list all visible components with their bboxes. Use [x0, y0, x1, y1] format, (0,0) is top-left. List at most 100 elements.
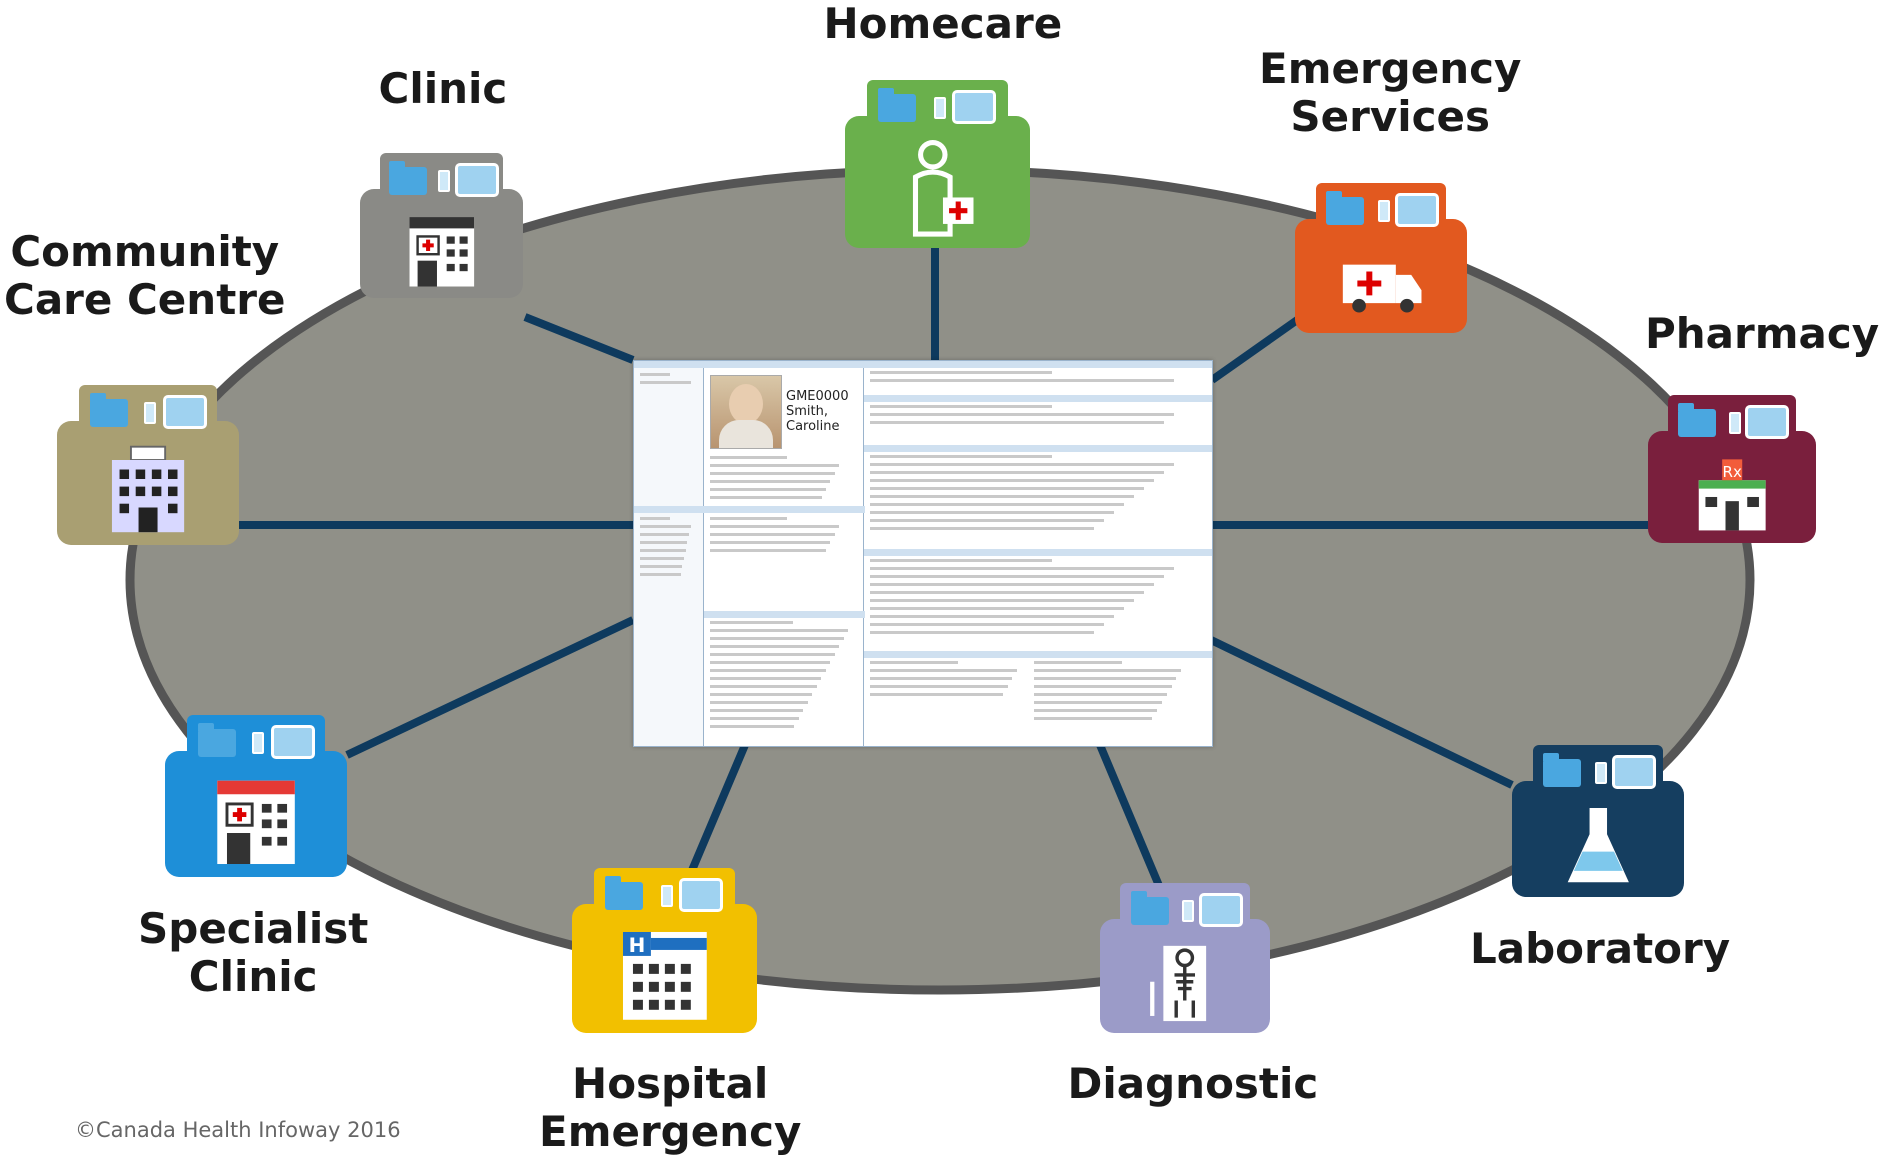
ehr-text-line	[640, 533, 689, 536]
ehr-photo	[710, 375, 782, 449]
ehr-text-line	[870, 471, 1164, 474]
phone-icon	[933, 97, 946, 119]
ehr-text-line	[870, 677, 1013, 680]
node-specialist_clinic[interactable]	[165, 715, 347, 877]
ehr-section-header	[864, 445, 1212, 452]
ehr-text-line	[710, 669, 826, 672]
label-line: Hospital	[572, 1059, 769, 1108]
homecare-person-icon	[887, 136, 989, 243]
phone-icon	[1181, 900, 1194, 922]
ehr-text-line	[640, 573, 681, 576]
tablet-icon	[1611, 755, 1656, 789]
copyright-notice: ©Canada Health Infoway 2016	[75, 1118, 401, 1142]
connector-laboratory	[1209, 636, 1514, 789]
node-card	[845, 116, 1030, 248]
ehr-text-line	[710, 621, 793, 624]
node-homecare[interactable]	[845, 80, 1030, 248]
label-line: Emergency	[539, 1107, 802, 1156]
label-line: Services	[1290, 92, 1490, 141]
phone-icon	[438, 170, 451, 192]
ehr-text-line	[870, 559, 1052, 562]
ehr-text-line	[710, 480, 831, 483]
tablet-icon	[679, 878, 724, 912]
tablet-icon	[162, 395, 207, 429]
ehr-text-line	[710, 717, 799, 720]
label-line: Emergency	[1259, 44, 1522, 93]
folder-icon	[89, 393, 128, 427]
ehr-text-line	[870, 583, 1154, 586]
ehr-patient-first-name: Caroline	[786, 419, 840, 434]
ehr-text-line	[1034, 669, 1182, 672]
connector-lines	[239, 240, 1648, 890]
phone-icon	[252, 732, 265, 754]
ehr-text-line	[870, 685, 1008, 688]
ehr-section-header	[634, 361, 705, 368]
ehr-text-line	[710, 517, 787, 520]
label-line: Diagnostic	[1067, 1059, 1319, 1108]
node-clinic[interactable]	[360, 153, 523, 298]
ehr-text-line	[710, 488, 827, 491]
ehr-section-header	[864, 395, 1212, 402]
label-line: Laboratory	[1470, 924, 1731, 973]
ehr-text-line	[870, 405, 1052, 408]
hospital-icon: H	[614, 924, 716, 1028]
node-laboratory[interactable]	[1512, 745, 1684, 897]
ehr-text-line	[870, 421, 1164, 424]
folder-icon	[389, 161, 428, 195]
label-line: Clinic	[378, 64, 508, 113]
ehr-text-line	[710, 496, 822, 499]
ambulance-icon	[1334, 239, 1429, 329]
ehr-text-line	[710, 709, 803, 712]
phone-icon	[1377, 200, 1390, 222]
ehr-text-line	[710, 725, 794, 728]
ehr-section-header	[704, 361, 865, 368]
ehr-text-line	[870, 631, 1095, 634]
flask-icon	[1551, 801, 1646, 892]
ehr-text-line	[1034, 677, 1177, 680]
node-hospital_emergency[interactable]: H	[572, 868, 757, 1033]
ehr-section-header	[704, 506, 865, 513]
ehr-text-line	[870, 693, 1003, 696]
phone-icon	[660, 885, 673, 907]
ehr-text-line	[710, 645, 839, 648]
specialist-clinic-icon	[206, 771, 306, 872]
phone-icon	[1728, 412, 1741, 434]
label-pharmacy: Pharmacy	[1645, 310, 1879, 358]
node-pharmacy[interactable]: Rx	[1648, 395, 1816, 543]
ehr-text-line	[640, 525, 691, 528]
label-line: Pharmacy	[1645, 309, 1880, 358]
ehr-text-line	[870, 511, 1115, 514]
ehr-text-line	[1034, 717, 1153, 720]
ehr-text-line	[640, 549, 686, 552]
node-community_care_centre[interactable]	[57, 385, 239, 545]
tablet-icon	[1198, 893, 1243, 927]
folder-icon	[197, 723, 236, 757]
phone-icon	[1594, 762, 1607, 784]
ehr-text-line	[870, 519, 1105, 522]
node-emergency_services[interactable]	[1295, 183, 1467, 333]
label-homecare: Homecare	[824, 0, 1063, 48]
label-line: Clinic	[188, 952, 318, 1001]
ehr-text-line	[870, 607, 1125, 610]
connector-clinic	[523, 313, 635, 364]
community-building-icon	[98, 441, 198, 540]
ehr-text-line	[1034, 685, 1172, 688]
svg-text:Rx: Rx	[1722, 463, 1741, 481]
ehr-text-line	[870, 615, 1115, 618]
ehr-text-line	[640, 381, 691, 384]
connector-specialist_clinic	[345, 616, 635, 759]
ehr-text-line	[870, 669, 1018, 672]
ehr-text-line	[710, 472, 835, 475]
node-diagnostic[interactable]	[1100, 883, 1270, 1033]
ehr-text-line	[870, 599, 1134, 602]
tablet-icon	[952, 90, 997, 124]
label-diagnostic: Diagnostic	[1068, 1060, 1319, 1108]
ehr-text-line	[1034, 661, 1122, 664]
ehr-text-line	[710, 693, 812, 696]
ehr-text-line	[710, 464, 839, 467]
connector-diagnostic	[1096, 743, 1164, 890]
